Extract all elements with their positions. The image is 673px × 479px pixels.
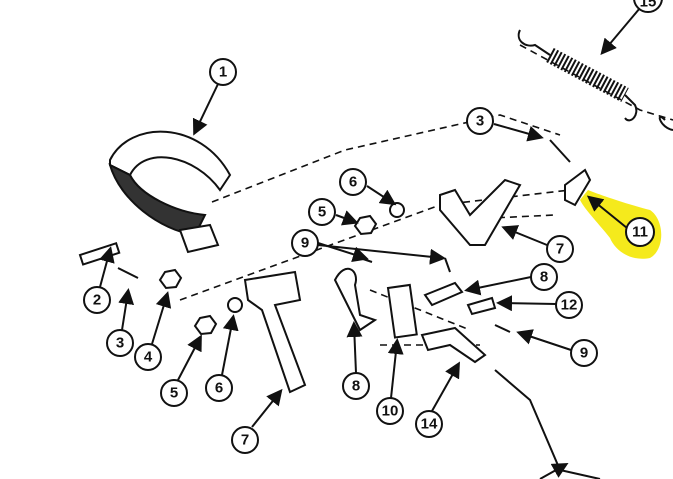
- callout-15: 15: [633, 0, 663, 13]
- callout-9-top: 9: [291, 229, 319, 257]
- svg-text:7: 7: [241, 432, 249, 449]
- svg-text:11: 11: [632, 224, 648, 241]
- lever-left: [243, 270, 307, 394]
- callout-14: 14: [415, 410, 443, 438]
- svg-text:6: 6: [349, 174, 357, 191]
- svg-text:15: 15: [640, 0, 657, 11]
- svg-text:14: 14: [421, 416, 438, 433]
- callout-2: 2: [83, 286, 111, 314]
- svg-text:3: 3: [116, 335, 124, 352]
- svg-text:8: 8: [540, 269, 548, 286]
- callout-5-top: 5: [308, 198, 336, 226]
- callout-9-right: 9: [570, 339, 598, 367]
- brake-band: [108, 130, 232, 254]
- svg-text:7: 7: [556, 241, 564, 258]
- callout-7-right: 7: [546, 235, 574, 263]
- svg-text:2: 2: [93, 292, 101, 309]
- svg-text:9: 9: [301, 235, 309, 252]
- svg-text:6: 6: [215, 380, 223, 397]
- callout-5-left: 5: [160, 379, 188, 407]
- callout-10: 10: [376, 397, 404, 425]
- callout-6-left: 6: [205, 374, 233, 402]
- svg-text:3: 3: [476, 113, 484, 130]
- svg-text:4: 4: [144, 349, 153, 366]
- svg-text:8: 8: [352, 378, 360, 395]
- callout-1: 1: [209, 58, 237, 86]
- svg-text:5: 5: [170, 385, 178, 402]
- svg-text:10: 10: [382, 403, 399, 420]
- lever-right: [439, 178, 522, 246]
- callout-3-left: 3: [106, 329, 134, 357]
- svg-text:1: 1: [219, 64, 227, 81]
- callout-8-left: 8: [342, 372, 370, 400]
- callout-11-highlighted: 11: [625, 217, 655, 247]
- svg-text:9: 9: [580, 345, 588, 362]
- callout-8-right: 8: [530, 263, 558, 291]
- small-parts: [78, 116, 673, 479]
- callout-7-left: 7: [231, 426, 259, 454]
- leader-arrows: [99, 7, 641, 479]
- callout-4: 4: [134, 343, 162, 371]
- svg-text:12: 12: [561, 297, 578, 314]
- spring: [517, 29, 638, 122]
- callout-6-top: 6: [339, 168, 367, 196]
- svg-text:5: 5: [318, 204, 326, 221]
- callout-3-top: 3: [466, 107, 494, 135]
- callout-12: 12: [555, 291, 583, 319]
